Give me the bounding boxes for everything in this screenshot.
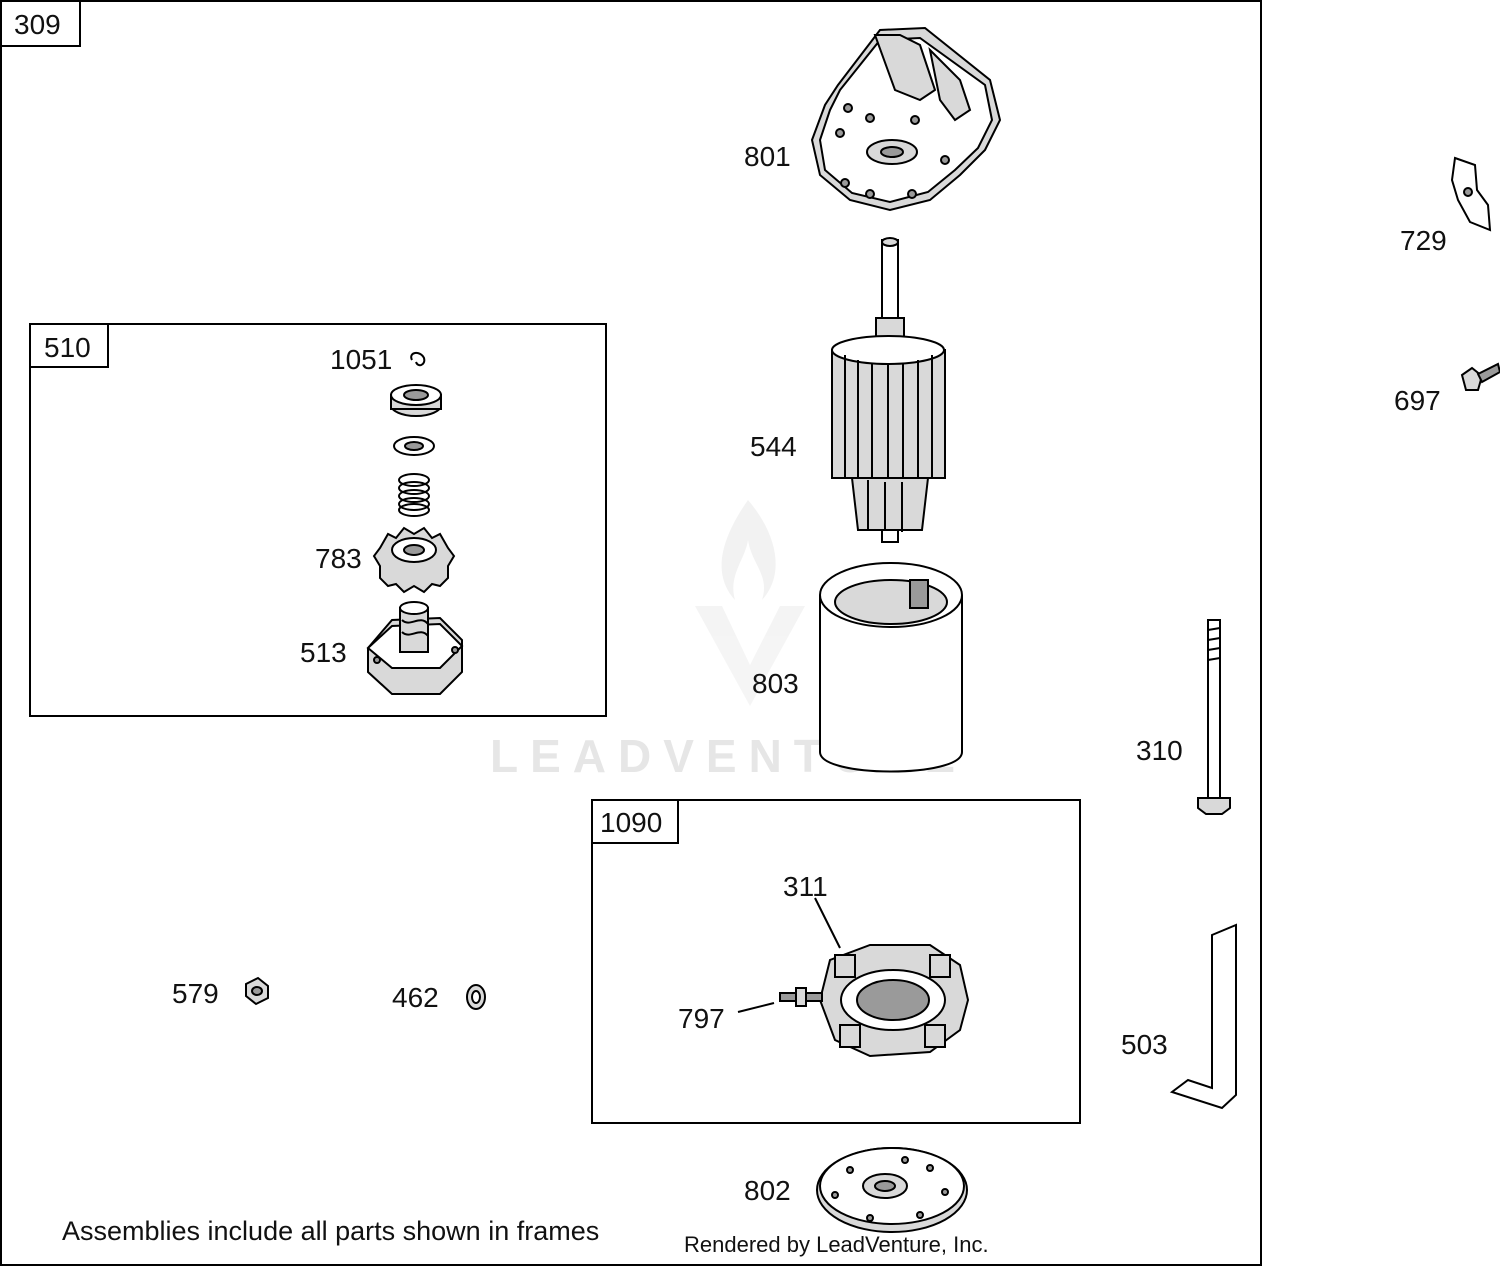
part-462-washer — [466, 984, 486, 1010]
callout-311: 311 — [783, 871, 828, 902]
frame-1090 — [591, 799, 1081, 1124]
leadventure-watermark-logo — [695, 500, 805, 706]
frame-510 — [29, 323, 607, 717]
callout-797: 797 — [678, 1003, 725, 1034]
part-579-nut — [245, 976, 269, 1006]
frame-510-label-box — [29, 323, 109, 368]
part-729-clip — [1450, 156, 1492, 232]
part-spring — [398, 473, 430, 517]
part-311-brush-holder — [818, 944, 970, 1058]
frame-1090-label-box — [591, 799, 679, 844]
callout-1051: 1051 — [330, 344, 392, 375]
callout-503: 503 — [1121, 1029, 1168, 1060]
part-310-through-bolt — [1197, 619, 1231, 815]
callout-729: 729 — [1400, 225, 1447, 256]
callout-783: 783 — [315, 543, 362, 574]
callout-579: 579 — [172, 978, 219, 1009]
frame-1090-label: 1090 — [600, 807, 662, 838]
frame-510-label: 510 — [44, 332, 91, 363]
callout-544: 544 — [750, 431, 797, 462]
part-802-end-cap — [816, 1147, 968, 1233]
callout-462: 462 — [392, 982, 439, 1013]
part-783-pinion-gear — [372, 526, 456, 594]
part-544-armature — [831, 237, 946, 543]
part-513-drive-housing — [366, 601, 464, 695]
part-washer — [393, 436, 435, 456]
main-frame-label-box — [0, 0, 81, 47]
part-801-bracket — [810, 26, 1002, 212]
leader-311 — [814, 897, 841, 949]
main-frame-label: 309 — [14, 9, 61, 40]
part-503-strap — [1169, 923, 1237, 1110]
credit-text: Rendered by LeadVenture, Inc. — [684, 1232, 989, 1257]
part-1051-retaining-ring — [410, 352, 426, 367]
part-stop-nut — [390, 384, 442, 417]
main-frame — [0, 0, 1262, 1266]
leader-797 — [737, 1002, 775, 1013]
callout-802: 802 — [744, 1175, 791, 1206]
callout-310: 310 — [1136, 735, 1183, 766]
callout-697: 697 — [1394, 385, 1441, 416]
footnote-text: Assemblies include all parts shown in fr… — [62, 1216, 599, 1246]
callout-513: 513 — [300, 637, 347, 668]
callout-801: 801 — [744, 141, 791, 172]
callout-803: 803 — [752, 668, 799, 699]
part-803-motor-housing — [819, 562, 963, 773]
part-797-terminal-stud — [779, 987, 823, 1007]
part-697-screw — [1460, 362, 1500, 391]
